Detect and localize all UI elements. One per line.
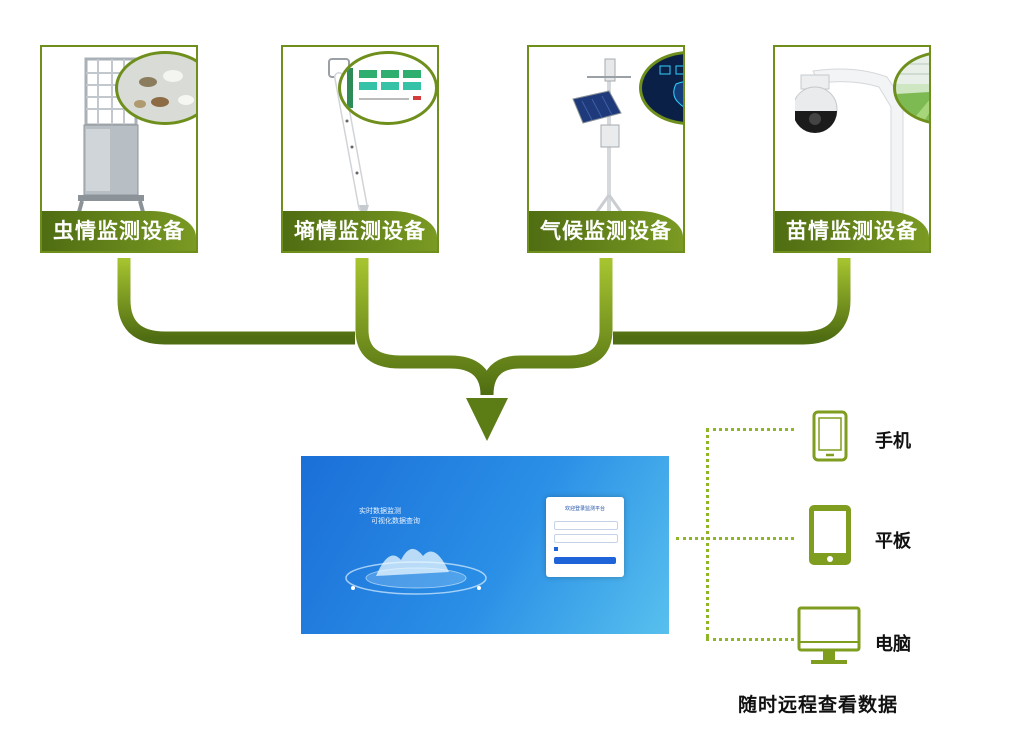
mobile-phone-icon bbox=[812, 410, 848, 462]
login-panel: 欢迎登录监测平台 bbox=[546, 497, 624, 577]
connector-dots-vertical bbox=[706, 428, 709, 638]
dashboard-thumbnail-icon bbox=[347, 68, 421, 108]
access-label-tablet: 平板 bbox=[875, 531, 911, 552]
login-button[interactable] bbox=[554, 557, 616, 564]
pipe-climate bbox=[480, 258, 613, 396]
tablet-icon bbox=[809, 505, 851, 565]
remote-access-caption: 随时远程查看数据 bbox=[738, 694, 899, 716]
device-card-seedling: 苗情监测设备 bbox=[773, 45, 931, 253]
data-visual-hologram-icon bbox=[345, 548, 487, 595]
moth-icon bbox=[134, 70, 194, 108]
username-field[interactable] bbox=[554, 521, 618, 530]
pipe-arrow-head bbox=[466, 398, 508, 441]
map-dashboard-icon bbox=[659, 65, 683, 107]
device-card-soil: 墒情监测设备 bbox=[281, 45, 439, 253]
platform-login-screen: 实时数据监测 可视化数据查询 欢迎登录监测平台 bbox=[301, 456, 669, 634]
desktop-monitor-icon bbox=[797, 606, 861, 664]
connector-dots-phone bbox=[706, 428, 794, 431]
dome-camera-icon bbox=[795, 68, 904, 221]
slogan-line-2: 可视化数据查询 bbox=[371, 517, 420, 525]
remember-checkbox[interactable] bbox=[554, 547, 558, 551]
pipe-soil bbox=[355, 258, 494, 396]
device-label: 墒情监测设备 bbox=[283, 211, 437, 251]
soil-dashboard-bubble bbox=[338, 51, 437, 125]
access-label-computer: 电脑 bbox=[875, 634, 911, 655]
login-title: 欢迎登录监测平台 bbox=[564, 506, 605, 512]
insect-photo-bubble bbox=[115, 51, 196, 125]
device-card-climate: 气候监测设备 bbox=[527, 45, 685, 253]
device-label: 苗情监测设备 bbox=[775, 211, 929, 251]
device-label: 气候监测设备 bbox=[529, 211, 683, 251]
access-label-phone: 手机 bbox=[875, 431, 911, 452]
connector-dots-computer bbox=[706, 638, 794, 641]
pipe-seedling bbox=[613, 258, 851, 345]
pipe-insect bbox=[117, 258, 355, 345]
slogan-line-1: 实时数据监测 bbox=[359, 507, 401, 515]
device-card-insect: 虫情监测设备 bbox=[40, 45, 198, 253]
device-label: 虫情监测设备 bbox=[42, 211, 196, 251]
password-field[interactable] bbox=[554, 534, 618, 543]
connector-dots-main bbox=[676, 537, 794, 540]
